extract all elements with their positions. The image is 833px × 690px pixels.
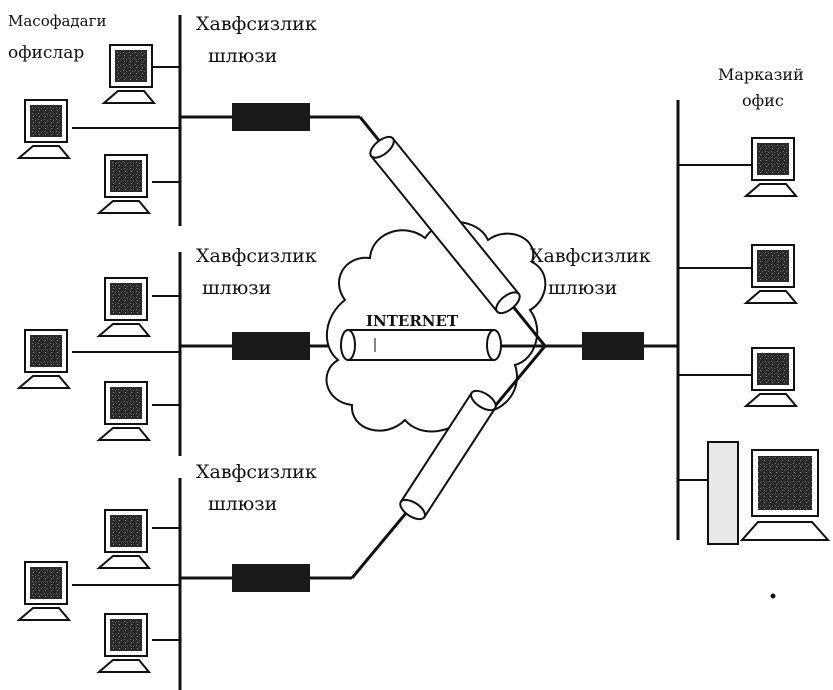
gateway-middle-label-line2: шлюзи — [202, 277, 271, 299]
remote-office-3 — [19, 510, 180, 672]
internet-label: INTERNET — [366, 312, 459, 330]
gateway-middle-label-line1: Хавфсизлик — [196, 245, 317, 267]
gateway-bottom-label-line2: шлюзи — [208, 493, 277, 515]
gateway-central-label-line1: Хавфсизлик — [530, 245, 651, 267]
computer-icon — [746, 138, 796, 196]
gateway-top-label-line2: шлюзи — [208, 45, 277, 67]
gateway-device-icon — [232, 564, 310, 592]
central-office-label-line2: офис — [742, 91, 784, 110]
remote-offices-label-line1: Масофадаги — [8, 12, 106, 30]
computer-icon — [99, 155, 149, 213]
vpn-tunnel-icon — [341, 330, 501, 360]
remote-office-1 — [19, 45, 180, 213]
computer-icon — [104, 45, 154, 103]
computer-icon — [99, 278, 149, 336]
computer-icon — [99, 382, 149, 440]
computer-icon — [746, 348, 796, 406]
computer-icon — [742, 450, 828, 540]
gateway-top-label-line1: Хавфсизлик — [196, 13, 317, 35]
gateway-bottom-label-line1: Хавфсизлик — [196, 461, 317, 483]
computer-icon — [99, 510, 149, 568]
gateway-device-icon — [232, 332, 310, 360]
computer-icon — [99, 614, 149, 672]
computer-icon — [19, 100, 69, 158]
gateway-central-label-line2: шлюзи — [548, 277, 617, 299]
central-office — [678, 138, 828, 544]
computer-icon — [746, 245, 796, 303]
computer-icon — [19, 562, 69, 620]
remote-office-2 — [19, 278, 180, 440]
gateway-device-icon — [232, 103, 310, 131]
remote-offices-label-line2: офислар — [8, 43, 84, 63]
central-office-label-line1: Марказий — [718, 65, 804, 84]
computer-icon — [19, 330, 69, 388]
gateway-device-icon — [582, 332, 644, 360]
server-tower-icon — [708, 442, 738, 544]
